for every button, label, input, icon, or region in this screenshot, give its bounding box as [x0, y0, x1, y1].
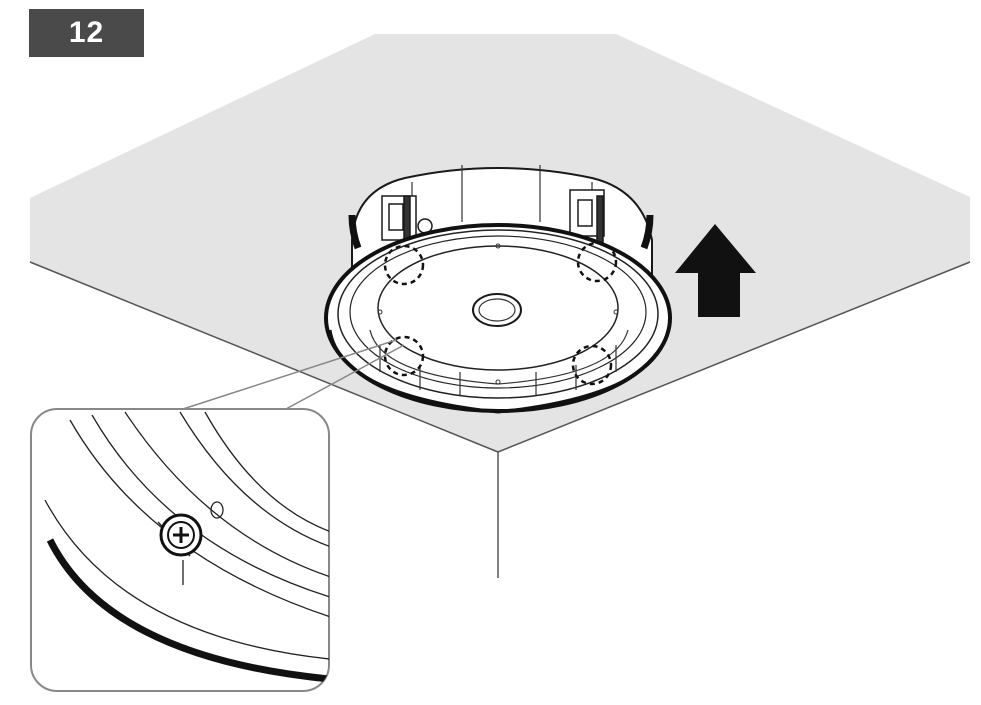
- detail-zoom-inset: [30, 408, 330, 692]
- ceiling-edge-left: [29, 261, 499, 453]
- phillips-screw-icon: [159, 513, 203, 557]
- mounting-clamp-left: [381, 195, 433, 243]
- mounting-clamp-right: [569, 189, 605, 243]
- screw-marker-bottom-right: [571, 344, 613, 386]
- screw-marker-top-left: [383, 244, 425, 286]
- screw-marker-top-right: [576, 241, 618, 283]
- ceiling-edge-right: [497, 261, 971, 453]
- callout-leader-left: [182, 339, 397, 410]
- screw-marker-bottom-left: [383, 335, 425, 377]
- callout-leader-right: [285, 344, 405, 410]
- arrow-up-icon: [675, 224, 756, 317]
- step-number-badge: 12: [29, 9, 144, 57]
